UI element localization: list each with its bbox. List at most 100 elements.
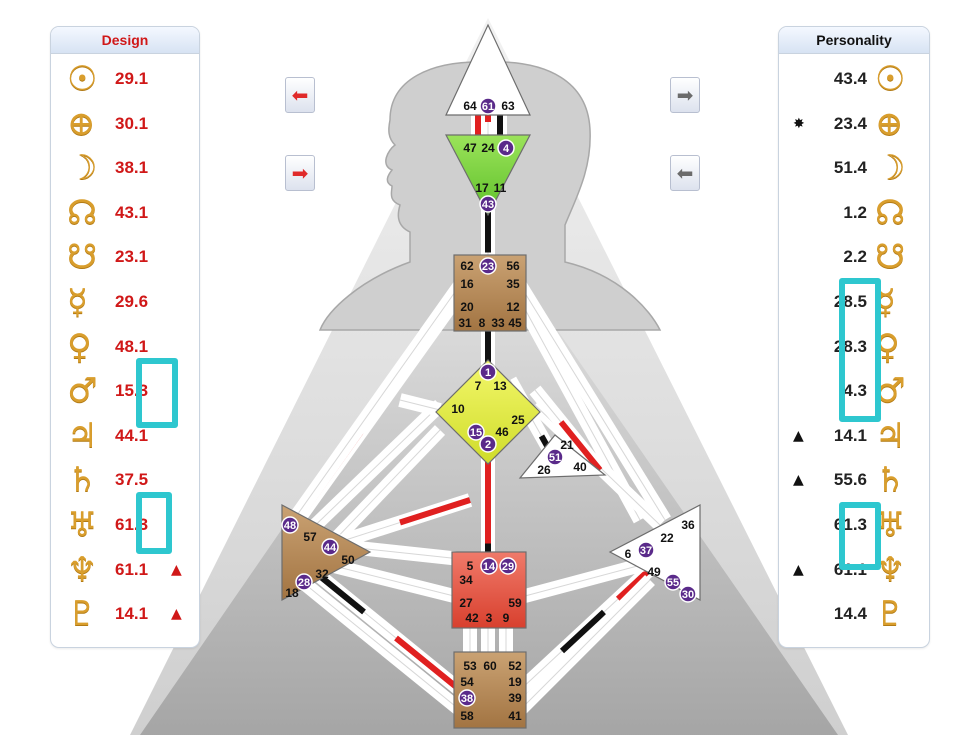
gate-number: 53: [463, 659, 477, 673]
gate-badge: [637, 541, 655, 559]
design-next-button[interactable]: ➡: [285, 155, 315, 191]
channel: [295, 554, 465, 696]
gate-badge: [546, 448, 564, 466]
highlight-box: [136, 492, 172, 554]
design-row-jupiter: ♃44.1: [51, 416, 199, 456]
gate-number: 61: [482, 101, 494, 113]
gate-number: 52: [508, 659, 522, 673]
gate-badge: [479, 435, 497, 453]
retrograde-mark: ▲: [793, 561, 804, 578]
gate-number: 40: [573, 460, 587, 474]
gate-number: 15: [470, 427, 482, 439]
saturn-icon: ♄: [67, 460, 98, 501]
moon-icon: ☽: [67, 148, 98, 189]
gate-number: 5: [467, 559, 474, 573]
gate-number: 49: [647, 565, 661, 579]
design-row-venus: ♀48.1: [51, 327, 199, 367]
gate-number: 29: [502, 561, 514, 573]
channel: [295, 574, 465, 716]
channel: [514, 281, 671, 524]
channel: [295, 399, 445, 546]
retrograde-mark: ▲: [171, 561, 182, 578]
gate-number: 57: [303, 530, 317, 544]
design-value: 37.5: [115, 470, 149, 490]
gate-badge: [479, 195, 497, 213]
personality-next-button[interactable]: ➡: [670, 77, 700, 113]
gate-number: 18: [285, 586, 299, 600]
personality-value: 51.4: [833, 158, 867, 178]
channel: [398, 393, 442, 417]
uranus-icon: ♅: [67, 505, 98, 545]
gate-number: 62: [460, 259, 474, 273]
gate-number: 13: [493, 379, 507, 393]
retrograde-mark: ▲: [793, 472, 804, 489]
gate-number: 48: [284, 520, 296, 532]
gate-badge: [458, 689, 476, 707]
gate-number: 20: [460, 300, 474, 314]
personality-value: 4.3: [843, 381, 867, 401]
gate-number: 10: [451, 402, 465, 416]
neptune-icon: ♆: [67, 549, 98, 590]
gate-number: 25: [511, 413, 525, 427]
design-value: 44.1: [115, 425, 149, 445]
design-row-neptune: ♆ 61.1 ▲: [51, 550, 199, 590]
gate-number: 31: [458, 316, 472, 330]
personality-panel-title: Personality: [779, 27, 929, 54]
sun-icon: ☉: [875, 59, 906, 99]
personality-row-jupiter: ♃ 14.1 ▲: [779, 416, 929, 456]
design-value: 43.1: [115, 202, 149, 222]
design-prev-button[interactable]: ⬅: [285, 77, 315, 113]
gate-number: 6: [625, 547, 632, 561]
gate-number: 14: [483, 561, 496, 573]
personality-value: 14.1: [833, 425, 867, 445]
gate-badge: [479, 97, 497, 115]
design-row-north-node: ☊43.1: [51, 193, 199, 233]
gate-badge: [499, 557, 517, 575]
design-value: 61.1: [115, 559, 149, 579]
gate-number: 28: [298, 577, 310, 589]
design-row-uranus: ♅61.3: [51, 505, 199, 545]
gate-number: 17: [475, 181, 489, 195]
gate-number: 35: [506, 277, 520, 291]
gate-number: 8: [479, 316, 486, 330]
design-value: 29.1: [115, 69, 149, 88]
gate-number: 1: [485, 367, 491, 379]
gate-number: 30: [682, 589, 694, 601]
gate-number: 22: [660, 531, 674, 545]
channel: [327, 493, 473, 552]
design-row-moon: ☽38.1: [51, 148, 199, 188]
gate-badge: [479, 363, 497, 381]
personality-row-sun: ☉43.4: [779, 59, 929, 99]
gate-number: 9: [503, 611, 510, 625]
personality-value: 1.2: [843, 202, 867, 222]
gate-number: 56: [506, 259, 520, 273]
jupiter-icon: ♃: [875, 415, 906, 456]
saturn-icon: ♄: [875, 460, 906, 501]
gate-number: 19: [508, 675, 522, 689]
moon-icon: ☽: [875, 148, 906, 189]
design-value: 30.1: [115, 113, 149, 133]
gate-number: 59: [508, 596, 522, 610]
earth-icon: ⊕: [67, 103, 96, 144]
channel: [515, 575, 655, 715]
gate-number: 7: [475, 379, 482, 393]
personality-prev-button[interactable]: ⬅: [670, 155, 700, 191]
personality-value: 55.6: [833, 470, 867, 490]
gate-number: 37: [640, 545, 652, 557]
gate-number: 26: [537, 463, 551, 477]
gate-badge: [467, 423, 485, 441]
design-row-sun: ☉29.1: [51, 59, 199, 99]
south-node-icon: ☋: [67, 237, 98, 278]
personality-panel: Personality ☉43.4⊕23.4✸☽51.4☊1.2☋2.2☿28.…: [778, 26, 930, 648]
gate-number: 41: [508, 709, 522, 723]
retrograde-mark: ▲: [793, 427, 804, 444]
gate-number: 46: [495, 425, 509, 439]
design-value: 48.1: [115, 336, 149, 356]
gate-number: 3: [486, 611, 493, 625]
personality-value: 23.4: [833, 113, 867, 133]
design-row-south-node: ☋23.1: [51, 237, 199, 277]
gate-badge: [480, 557, 498, 575]
